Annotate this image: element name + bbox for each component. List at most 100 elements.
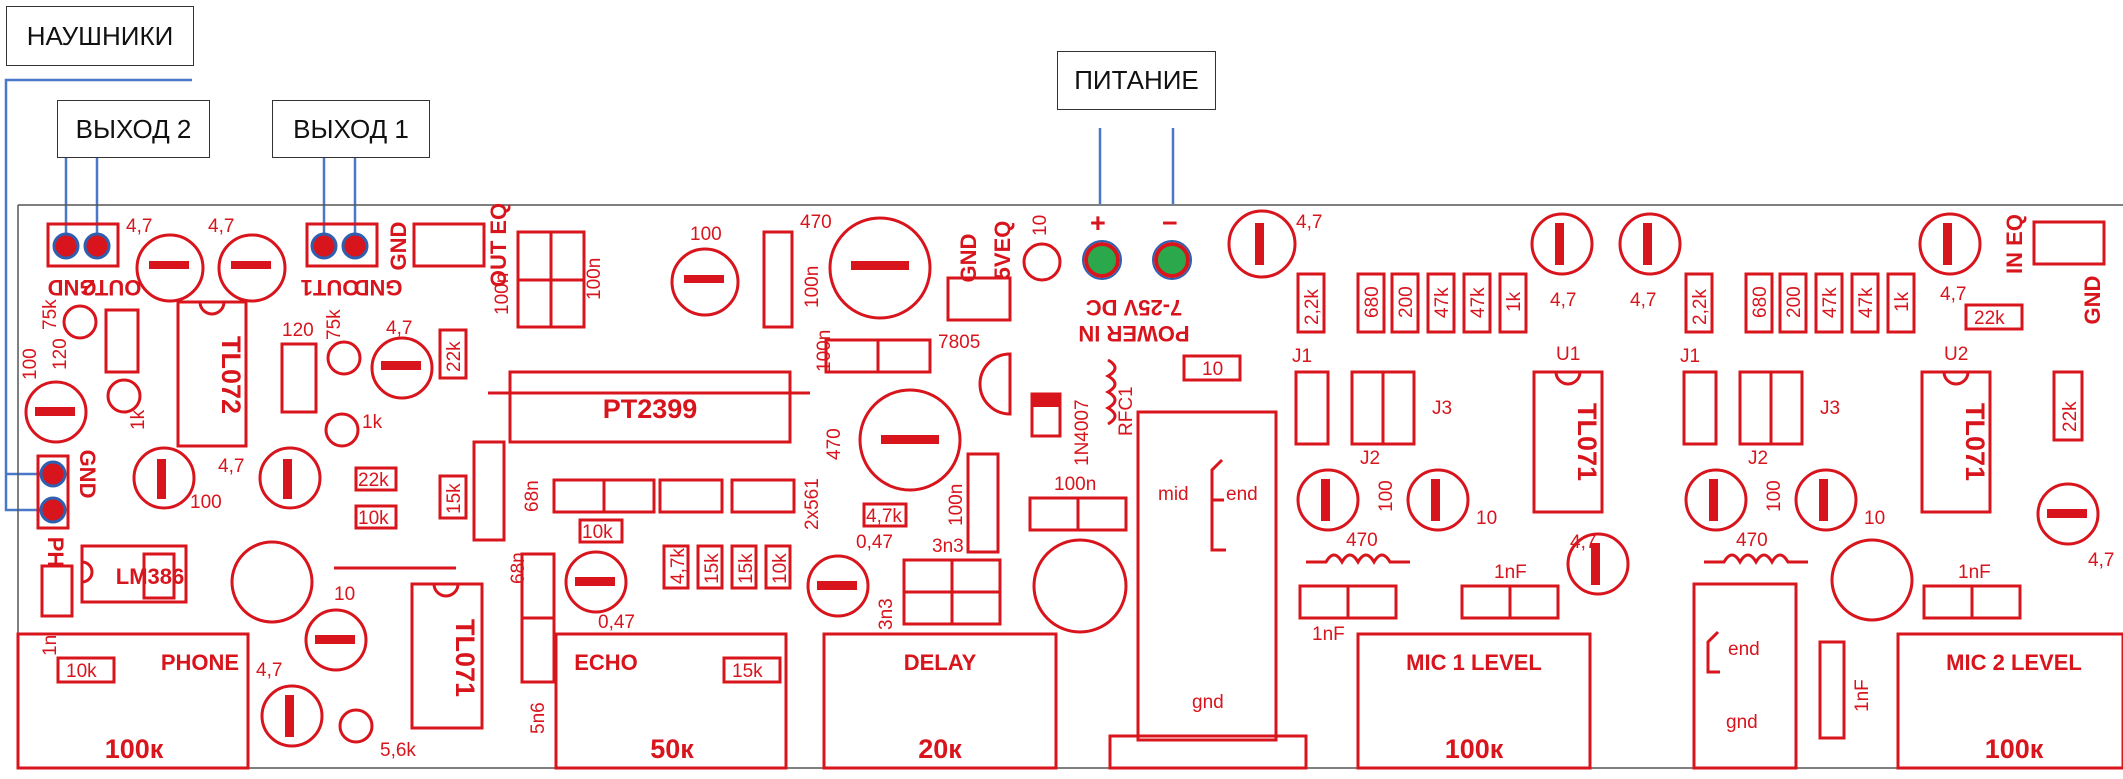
label-plus: + (1090, 208, 1106, 238)
value-2-2k-b: 2,2k (1690, 289, 1711, 325)
pot-echo: ECHO 50к 15k (554, 632, 788, 770)
value-15k-b: 15k (702, 553, 723, 584)
label-tl071-c: TL071 (450, 619, 480, 697)
resistor-bank-2: 2,2k 680 200 47k 47k 1k (1684, 272, 1916, 334)
pot-mic2-label: MIC 2 LEVEL (1946, 650, 2082, 675)
value-4-7k-f: 4,7k (866, 506, 902, 527)
label-out1-gnd: GND (354, 275, 403, 300)
value-4-7-e: 4,7 (1630, 290, 1656, 311)
value-100n-f: 100n (1054, 474, 1096, 495)
pot-delay-label: DELAY (904, 650, 977, 675)
callout-wires (4, 78, 1175, 512)
value-1nf-a: 1nF (1312, 624, 1345, 645)
ph-connector: GND PH (36, 450, 100, 568)
value-4-7-a: 4,7 (126, 216, 152, 237)
pot-mic1: MIC 1 LEVEL 100к (1356, 632, 1592, 770)
callout-out1: ВЫХОД 1 (272, 100, 430, 158)
value-680-a: 680 (1362, 286, 1383, 318)
label-7805: 7805 (938, 332, 980, 353)
label-j1b: J1 (1680, 346, 1700, 367)
label-out-eq: OUT EQ (486, 203, 511, 287)
value-5n6: 5n6 (528, 702, 549, 734)
label-5veq: 5VEQ (990, 221, 1015, 280)
value-100-j2a: 100 (1376, 480, 1397, 512)
value-100n-d: 100n (814, 330, 835, 372)
value-0-47-b: 0,47 (856, 532, 893, 553)
label-gnd-right: GND (2080, 276, 2105, 325)
label-out2: OUT2 (83, 275, 142, 300)
value-1nf-b: 1nF (1494, 562, 1527, 583)
label-2x561: 2x561 (802, 478, 823, 530)
label-1n4007: 1N4007 (1072, 399, 1093, 466)
value-100n-c: 100n (802, 266, 823, 308)
value-22k-f: 22k (1974, 308, 2005, 329)
value-3n3-b: 3n3 (876, 598, 897, 630)
value-100-l: 100 (20, 348, 41, 380)
pot-mic2-value: 100к (1985, 734, 2044, 764)
label-tl071-b: TL071 (1960, 403, 1990, 481)
pot-phone-value: 100к (105, 734, 164, 764)
pot-mic2: MIC 2 LEVEL 100к (1896, 632, 2123, 770)
label-mid: mid (1158, 484, 1189, 505)
label-pt2399: PT2399 (603, 394, 698, 424)
value-470-l1: 470 (1346, 530, 1378, 551)
label-out1: OUT1 (301, 275, 360, 300)
label-lm386: LM386 (116, 564, 184, 589)
value-47k-c: 47k (1820, 287, 1841, 318)
value-680-b: 680 (1750, 286, 1771, 318)
value-15k-a: 15k (444, 483, 465, 514)
out2-connector: GND OUT2 (46, 222, 142, 300)
value-1k-a: 1k (1504, 291, 1525, 312)
value-10-j2b: 10 (1864, 508, 1885, 529)
value-4-7-f: 4,7 (1940, 284, 1966, 305)
value-10-r: 10 (1202, 359, 1223, 380)
label-end-2: end (1728, 639, 1760, 660)
value-470-l2: 470 (1736, 530, 1768, 551)
value-200-a: 200 (1396, 286, 1417, 318)
pot-echo-value: 50к (650, 734, 694, 764)
value-120-a: 120 (50, 338, 71, 370)
callout-power: ПИТАНИЕ (1057, 51, 1216, 110)
pot-phone: PHONE 100к 10k (16, 632, 250, 770)
value-1n: 1n (40, 635, 61, 656)
power-connector: + − 7-25V DC POWER IN (1078, 208, 1192, 346)
label-tl072: TL072 (216, 336, 246, 414)
value-4-7-c: 4,7 (1296, 212, 1322, 233)
value-470-b: 470 (824, 428, 845, 460)
label-rfc1: RFC1 (1116, 386, 1137, 436)
value-10k-d: 10k (66, 661, 97, 682)
value-47k-d: 47k (1856, 287, 1877, 318)
value-47k-b: 47k (1468, 287, 1489, 318)
value-100n-b: 100n (584, 258, 605, 300)
value-120-b: 120 (282, 320, 314, 341)
label-gnd-1: gnd (1192, 692, 1224, 713)
label-j2a: J2 (1360, 448, 1380, 469)
pot-delay-value: 20к (918, 734, 962, 764)
value-4-7-i: 4,7 (1570, 532, 1596, 553)
value-4-7-h: 4,7 (218, 456, 244, 477)
label-power-in: POWER IN (1078, 321, 1189, 346)
value-200-b: 200 (1784, 286, 1805, 318)
value-100: 100 (690, 224, 722, 245)
value-68n-a: 68n (522, 480, 543, 512)
value-10-top: 10 (1030, 215, 1051, 236)
resistor-bank-1: 2,2k 680 200 47k 47k 1k (1296, 272, 1528, 334)
callout-headphones-text: НАУШНИКИ (26, 20, 174, 51)
value-10k-a: 10k (358, 508, 389, 529)
label-gnd-ph: GND (75, 450, 100, 499)
callout-headphones: НАУШНИКИ (6, 6, 194, 66)
value-100n-a: 100n (492, 273, 513, 315)
label-j3b: J3 (1820, 398, 1840, 419)
value-1nf-c: 1nF (1852, 679, 1873, 712)
pot-echo-label: ECHO (574, 650, 638, 675)
pot-mic1-label: MIC 1 LEVEL (1406, 650, 1542, 675)
value-1k-c: 1k (128, 409, 149, 430)
value-10k-c: 10k (770, 553, 791, 584)
value-68n-b: 68n (508, 552, 529, 584)
value-0-47-a: 0,47 (598, 612, 635, 633)
value-4-7-g: 4,7 (386, 318, 412, 339)
value-4-7-j: 4,7 (2088, 550, 2114, 571)
label-ph: PH (43, 537, 68, 568)
out1-connector: OUT1 GND GND (301, 222, 411, 300)
